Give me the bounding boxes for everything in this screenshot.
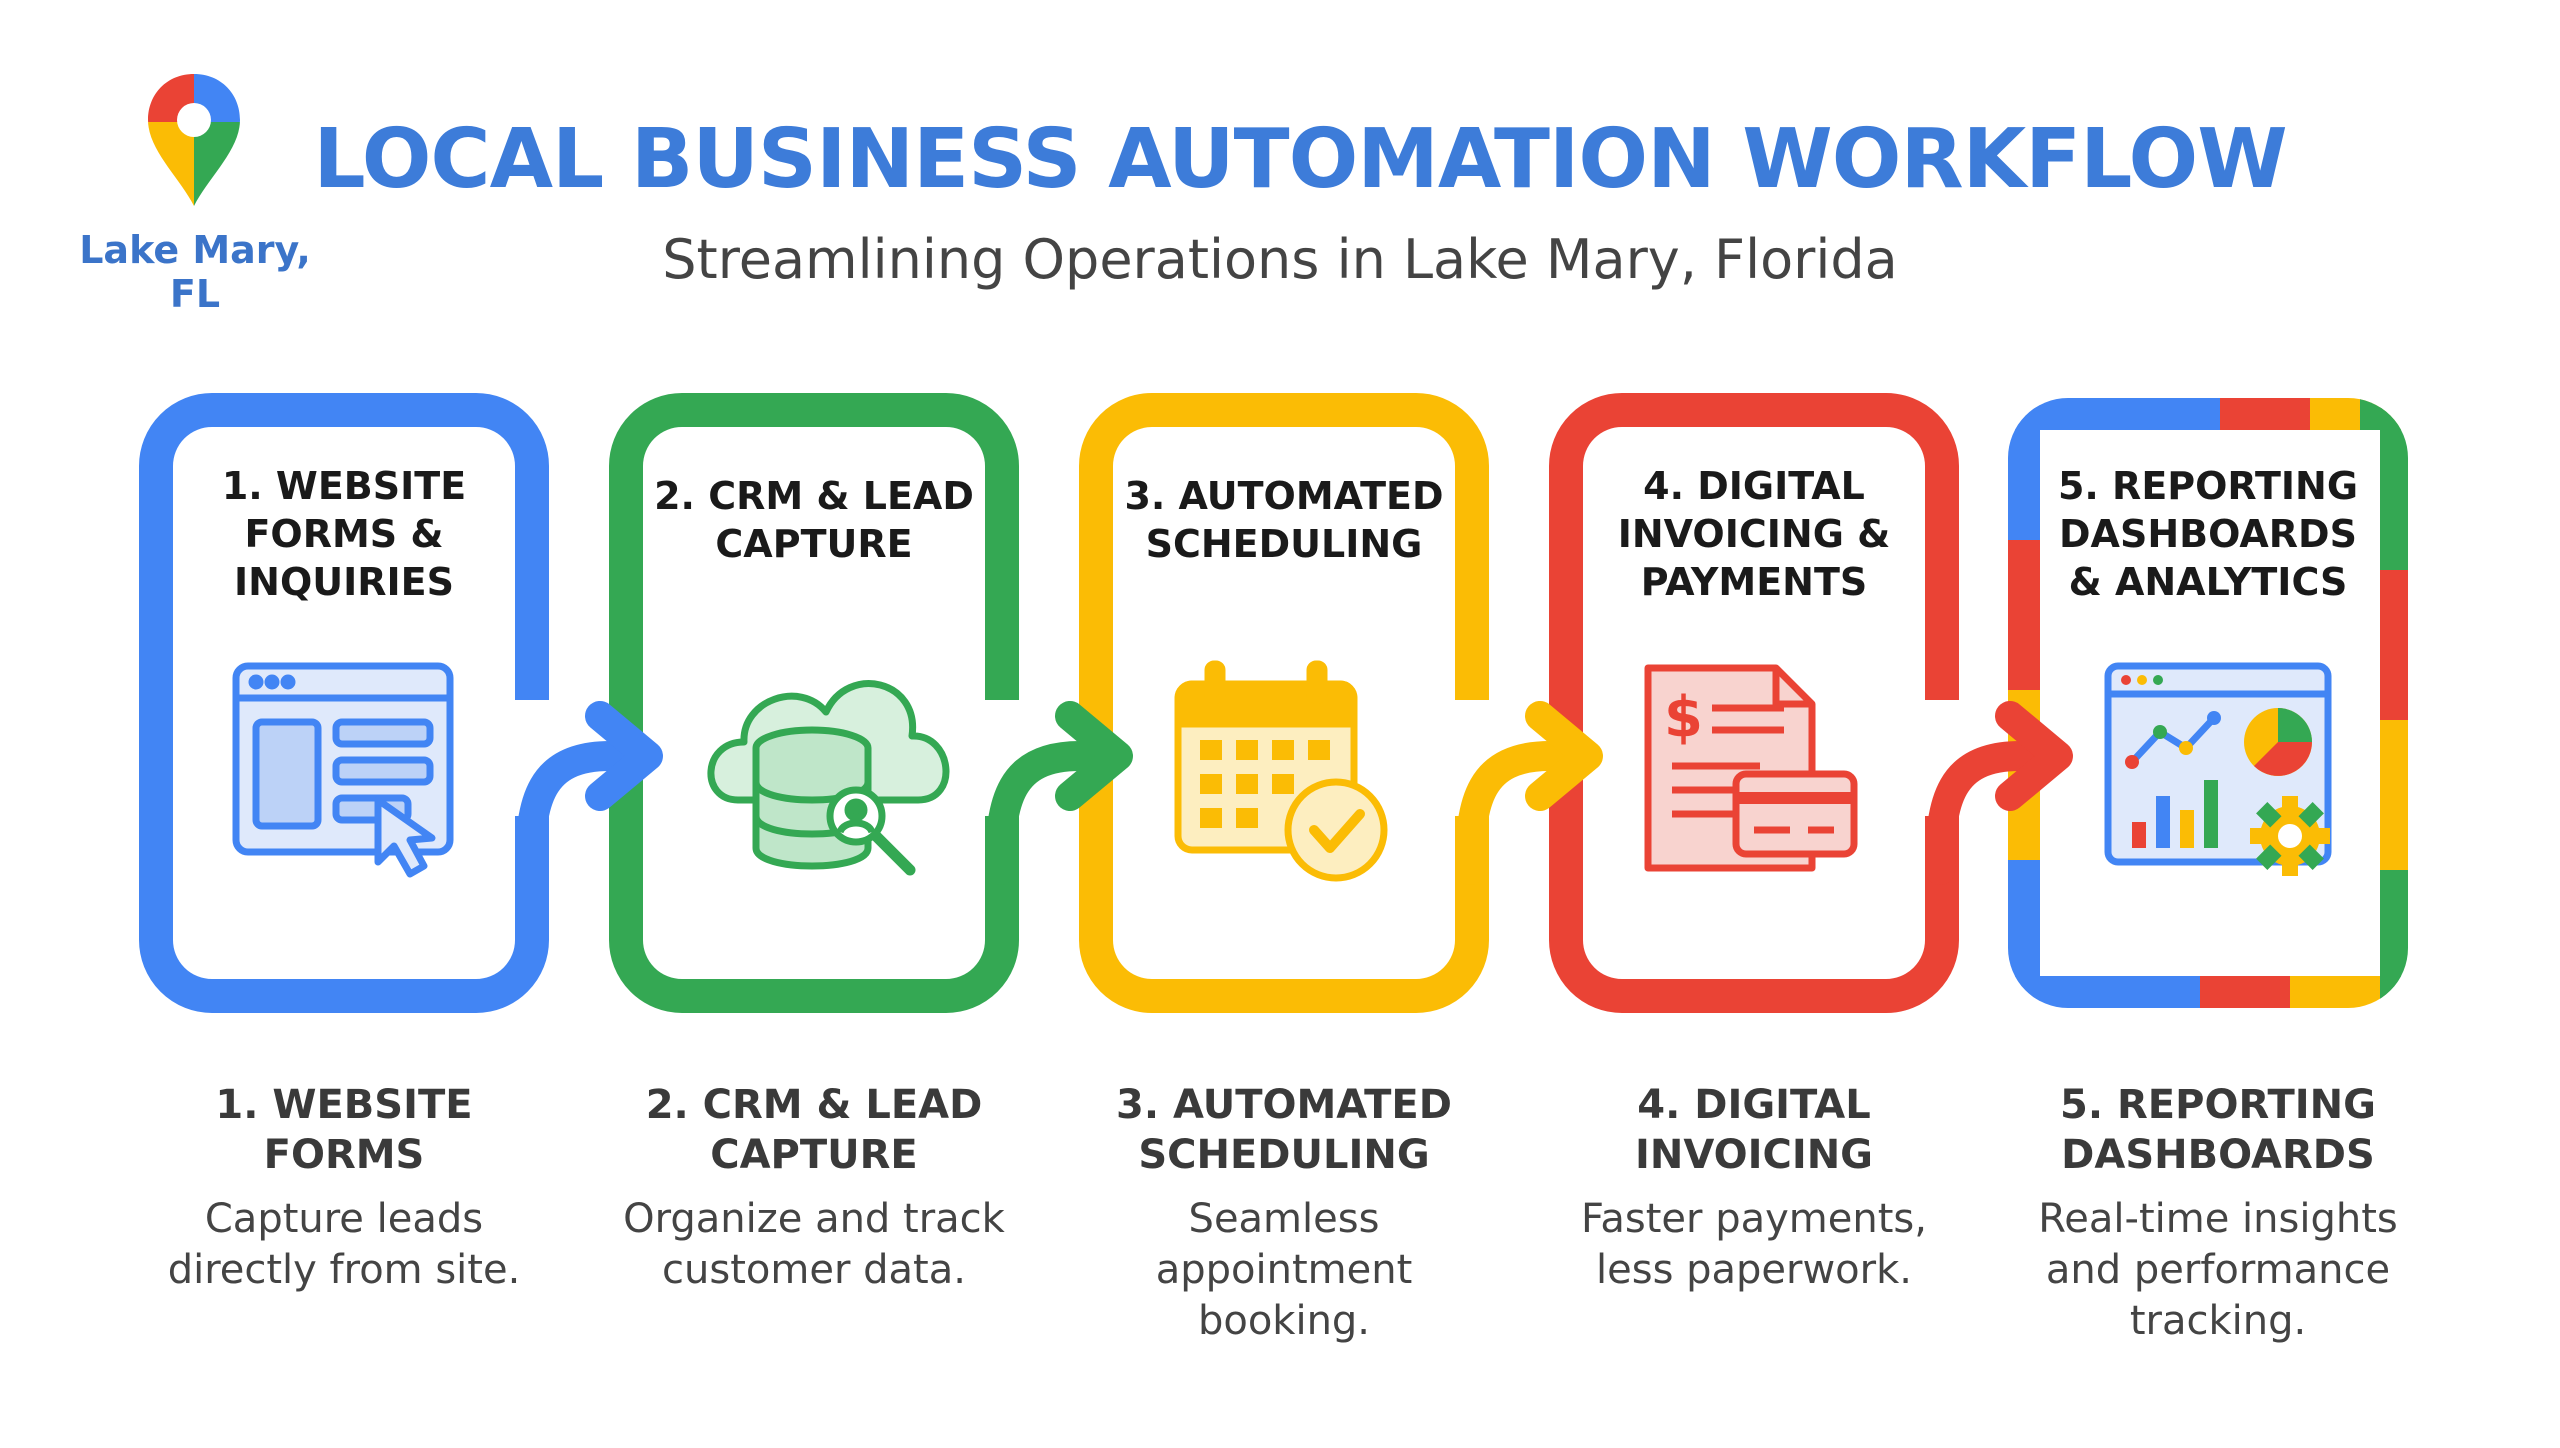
- card-5-title: 5. REPORTING DASHBOARDS & ANALYTICS: [2057, 464, 2359, 604]
- calendar-check-icon: [1174, 660, 1388, 882]
- step-4-label: 4. DIGITAL INVOICING: [1634, 1082, 1874, 1178]
- card-4-title: 4. DIGITAL INVOICING & PAYMENTS: [1617, 464, 1891, 604]
- arrow-3-to-4: [1455, 701, 1603, 885]
- invoice-card-icon: $: [1644, 664, 1858, 872]
- step-3-description: Seamless appointment booking.: [1155, 1196, 1413, 1344]
- map-pin-icon: [148, 74, 240, 206]
- website-form-icon: [232, 662, 454, 878]
- arrow-4-to-5: [1925, 701, 2073, 885]
- card-3-title: 3. AUTOMATED SCHEDULING: [1124, 474, 1444, 566]
- step-2-label: 2. CRM & LEAD CAPTURE: [645, 1082, 983, 1178]
- card-2-title: 2. CRM & LEAD CAPTURE: [654, 474, 974, 566]
- step-2-description: Organize and track customer data.: [623, 1196, 1005, 1293]
- arrow-1-to-2: [515, 701, 663, 885]
- arrow-2-to-3: [985, 701, 1133, 885]
- page-subtitle: Streamlining Operations in Lake Mary, Fl…: [662, 228, 1898, 291]
- analytics-dashboard-icon: [2104, 662, 2332, 876]
- location-label: Lake Mary, FL: [79, 228, 311, 316]
- step-5-label: 5. REPORTING DASHBOARDS: [2060, 1082, 2376, 1178]
- card-1-title: 1. WEBSITE FORMS & INQUIRIES: [221, 464, 467, 604]
- page-title: LOCAL BUSINESS AUTOMATION WORKFLOW: [313, 112, 2287, 207]
- step-5-description: Real-time insights and performance track…: [2038, 1196, 2398, 1344]
- step-3-label: 3. AUTOMATED SCHEDULING: [1116, 1082, 1452, 1178]
- step-1-description: Capture leads directly from site.: [167, 1196, 521, 1293]
- svg-text:$: $: [1664, 685, 1703, 750]
- step-4-description: Faster payments, less paperwork.: [1581, 1196, 1927, 1293]
- step-1-label: 1. WEBSITE FORMS: [215, 1082, 473, 1178]
- cloud-database-icon: [707, 680, 950, 876]
